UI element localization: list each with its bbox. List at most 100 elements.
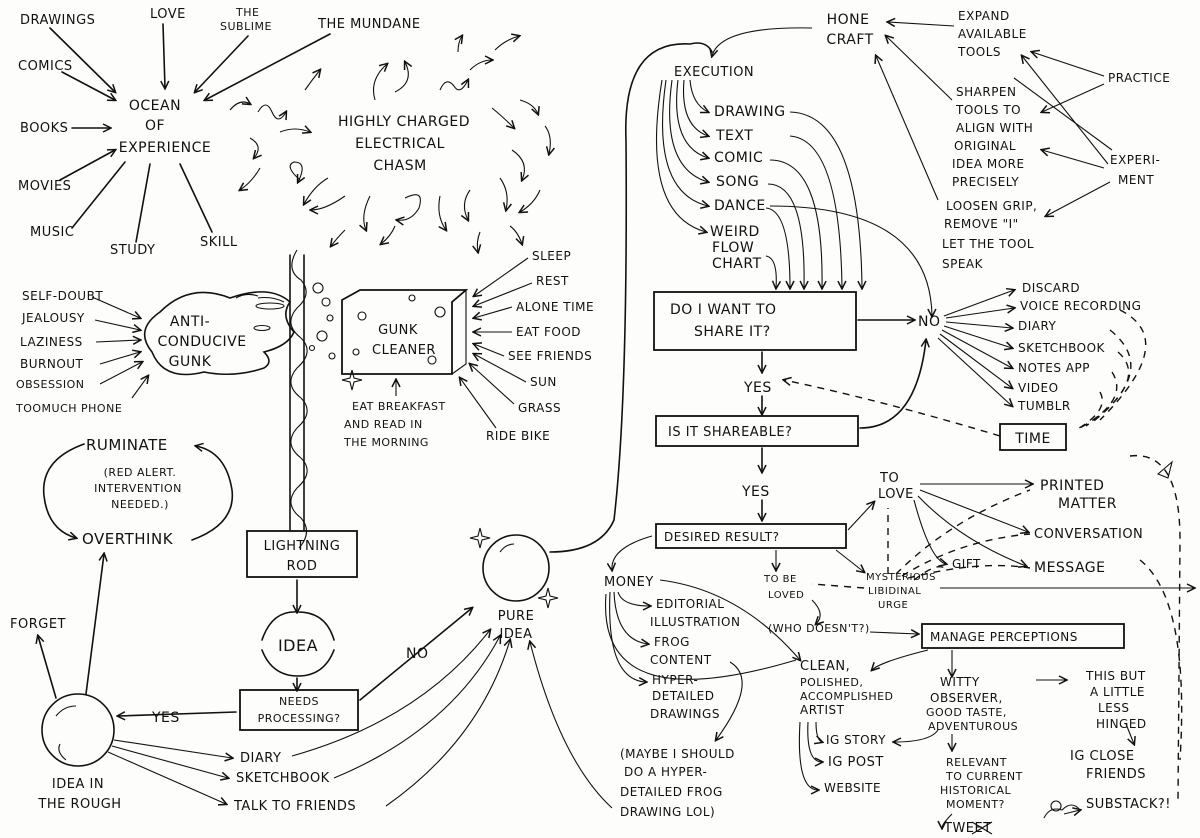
gunk-line-3: GUNK: [169, 354, 212, 370]
label-the-mundane: THE MUNDANE: [317, 17, 421, 32]
exec-dance: DANCE: [714, 198, 766, 214]
to-love-line-1: TO: [879, 471, 899, 486]
pure-idea-orb: PURE IDEA: [469, 527, 559, 642]
hone-line-1: HONE: [827, 12, 870, 28]
rough-line-2: THE ROUGH: [37, 797, 121, 812]
label-skill: SKILL: [200, 235, 238, 250]
label-books: BOOKS: [20, 121, 68, 136]
mysterious-line-3: URGE: [878, 600, 908, 611]
remedy-arrows: [396, 257, 533, 429]
manage-arrows: [872, 649, 1134, 744]
remedy-sun: SUN: [530, 375, 557, 389]
loosen-line-4: SPEAK: [942, 257, 984, 271]
exec-weird: WEIRD: [710, 224, 760, 240]
to-be-loved-line-1: TO BE: [763, 574, 797, 585]
yes-label-share-1: YES: [743, 380, 772, 396]
arrow-needs-yes: [118, 712, 237, 716]
label-love: LOVE: [150, 7, 186, 22]
result-money: MONEY EDITORIAL ILLUSTRATION FROG CONTEN…: [604, 575, 740, 721]
execution-items: DRAWING TEXT COMIC SONG DANCE WEIRD FLOW…: [710, 104, 785, 272]
money-drawings: DRAWINGS: [650, 707, 720, 721]
substack-label: SUBSTACK?!: [1086, 797, 1171, 812]
gunk-line-2: CONDUCIVE: [157, 334, 246, 350]
private-voice: VOICE RECORDING: [1020, 299, 1141, 313]
clean-line-2: POLISHED,: [800, 676, 863, 689]
ocean-inputs: DRAWINGS LOVE THE SUBLIME THE MUNDANE CO…: [18, 6, 421, 258]
loosen-line-1: LOOSEN GRIP,: [946, 199, 1037, 213]
maybe-line-2: DO A HYPER-: [624, 765, 707, 779]
cause-jealousy: JEALOUSY: [21, 311, 85, 325]
relevant-line-1: RELEVANT: [946, 756, 1007, 769]
printed-line-1: PRINTED: [1040, 478, 1104, 494]
craft-tools: EXPAND AVAILABLE TOOLS PRACTICE SHARPEN …: [942, 9, 1170, 271]
sharpen-line-2: TOOLS TO: [955, 103, 1021, 117]
cause-burnout: BURNOUT: [20, 357, 84, 371]
ocean-line-3: EXPERIENCE: [119, 140, 212, 156]
money-editorial: EDITORIAL: [656, 597, 724, 611]
result-love: TO LOVE PRINTED MATTER CONVERSATION GIFT…: [866, 471, 1143, 611]
shareable-label: IS IT SHAREABLE?: [668, 425, 792, 440]
money-content: CONTENT: [650, 653, 712, 667]
clean-line-4: ARTIST: [800, 703, 845, 717]
label-the: THE: [235, 6, 259, 19]
maybe-note: (MAYBE I SHOULD DO A HYPER- DETAILED FRO…: [620, 747, 735, 819]
exec-comic: COMIC: [714, 150, 763, 166]
ocean-of-experience: OCEAN OF EXPERIENCE: [119, 98, 212, 156]
love-arrows: [835, 484, 1194, 588]
needs-line-2: PROCESSING?: [258, 712, 341, 725]
result-less-hinged: THIS BUT A LITTLE LESS HINGED IG CLOSE F…: [1070, 669, 1146, 782]
execution-title: EXECUTION: [674, 65, 754, 80]
chasm-line-2: ELECTRICAL: [355, 136, 445, 152]
yes-label-share-2: YES: [741, 484, 770, 500]
sharpen-line-4: ORIGINAL: [954, 139, 1016, 153]
ocean-line-1: OCEAN: [129, 98, 181, 114]
desired-result-box: DESIRED RESULT?: [655, 523, 847, 549]
remedy-alone-time: ALONE TIME: [516, 300, 594, 314]
private-diary: DIARY: [1018, 319, 1057, 333]
desired-label: DESIRED RESULT?: [664, 530, 780, 544]
clean-ig-story: IG STORY: [826, 733, 886, 747]
result-clean: CLEAN, POLISHED, ACCOMPLISHED ARTIST IG …: [800, 659, 893, 795]
want-line-1: DO I WANT TO: [670, 302, 777, 318]
clean-arrows: [798, 721, 939, 790]
practice-label: PRACTICE: [1108, 71, 1170, 85]
idea-node: IDEA: [261, 611, 335, 677]
private-notes: NOTES APP: [1018, 361, 1090, 375]
want-line-2: SHARE IT?: [694, 324, 771, 340]
rod-line-2: ROD: [287, 559, 318, 574]
arrow-pure-to-craft: [549, 42, 713, 553]
breakfast-line-2: AND READ IN: [344, 418, 423, 431]
relevant-line-4: MOMENT?: [946, 798, 1005, 811]
gunk-causes: SELF-DOUBT JEALOUSY LAZINESS BURNOUT OBS…: [15, 289, 122, 415]
maybe-line-1: (MAYBE I SHOULD: [620, 747, 735, 761]
red-alert-line-3: NEEDED.): [111, 498, 169, 511]
gunk-cause-arrows: [91, 296, 148, 399]
witty-line-2: OBSERVER,: [930, 691, 1003, 705]
forget-label: FORGET: [10, 617, 66, 632]
chasm-line-1: HIGHLY CHARGED: [338, 114, 470, 130]
money-detailed: DETAILED: [652, 689, 714, 703]
relevant-line-3: HISTORICAL: [940, 784, 1011, 797]
label-sublime: SUBLIME: [220, 20, 272, 33]
money-frog: FROG: [654, 635, 690, 649]
time-box: TIME: [999, 423, 1067, 451]
result-to-be-loved: TO BE LOVED (WHO DOESN'T?): [763, 574, 869, 635]
clean-line-1: CLEAN,: [800, 659, 850, 674]
lightning-rod-box: LIGHTNING ROD: [246, 530, 358, 578]
remedy-see-friends: SEE FRIENDS: [508, 349, 592, 363]
less-line-1: THIS BUT: [1085, 669, 1146, 683]
remedy-ride-bike: RIDE BIKE: [486, 429, 550, 443]
remedy-grass: GRASS: [518, 401, 561, 415]
gunk-cleaner-sponge: GUNK CLEANER: [341, 288, 469, 391]
message-label: MESSAGE: [1034, 560, 1105, 576]
is-it-shareable-box: IS IT SHAREABLE?: [655, 415, 859, 447]
substack-doodle: [1043, 800, 1080, 819]
clean-ig-post: IG POST: [828, 755, 884, 770]
rough-outlets: DIARY SKETCHBOOK TALK TO FRIENDS: [233, 751, 356, 814]
exec-song: SONG: [716, 174, 759, 190]
loosen-line-3: LET THE TOOL: [942, 237, 1034, 251]
time-label: TIME: [1014, 431, 1051, 447]
sharpen-line-5: IDEA MORE: [952, 157, 1025, 171]
cause-self-doubt: SELF-DOUBT: [22, 289, 103, 303]
ocean-line-2: OF: [145, 118, 165, 134]
